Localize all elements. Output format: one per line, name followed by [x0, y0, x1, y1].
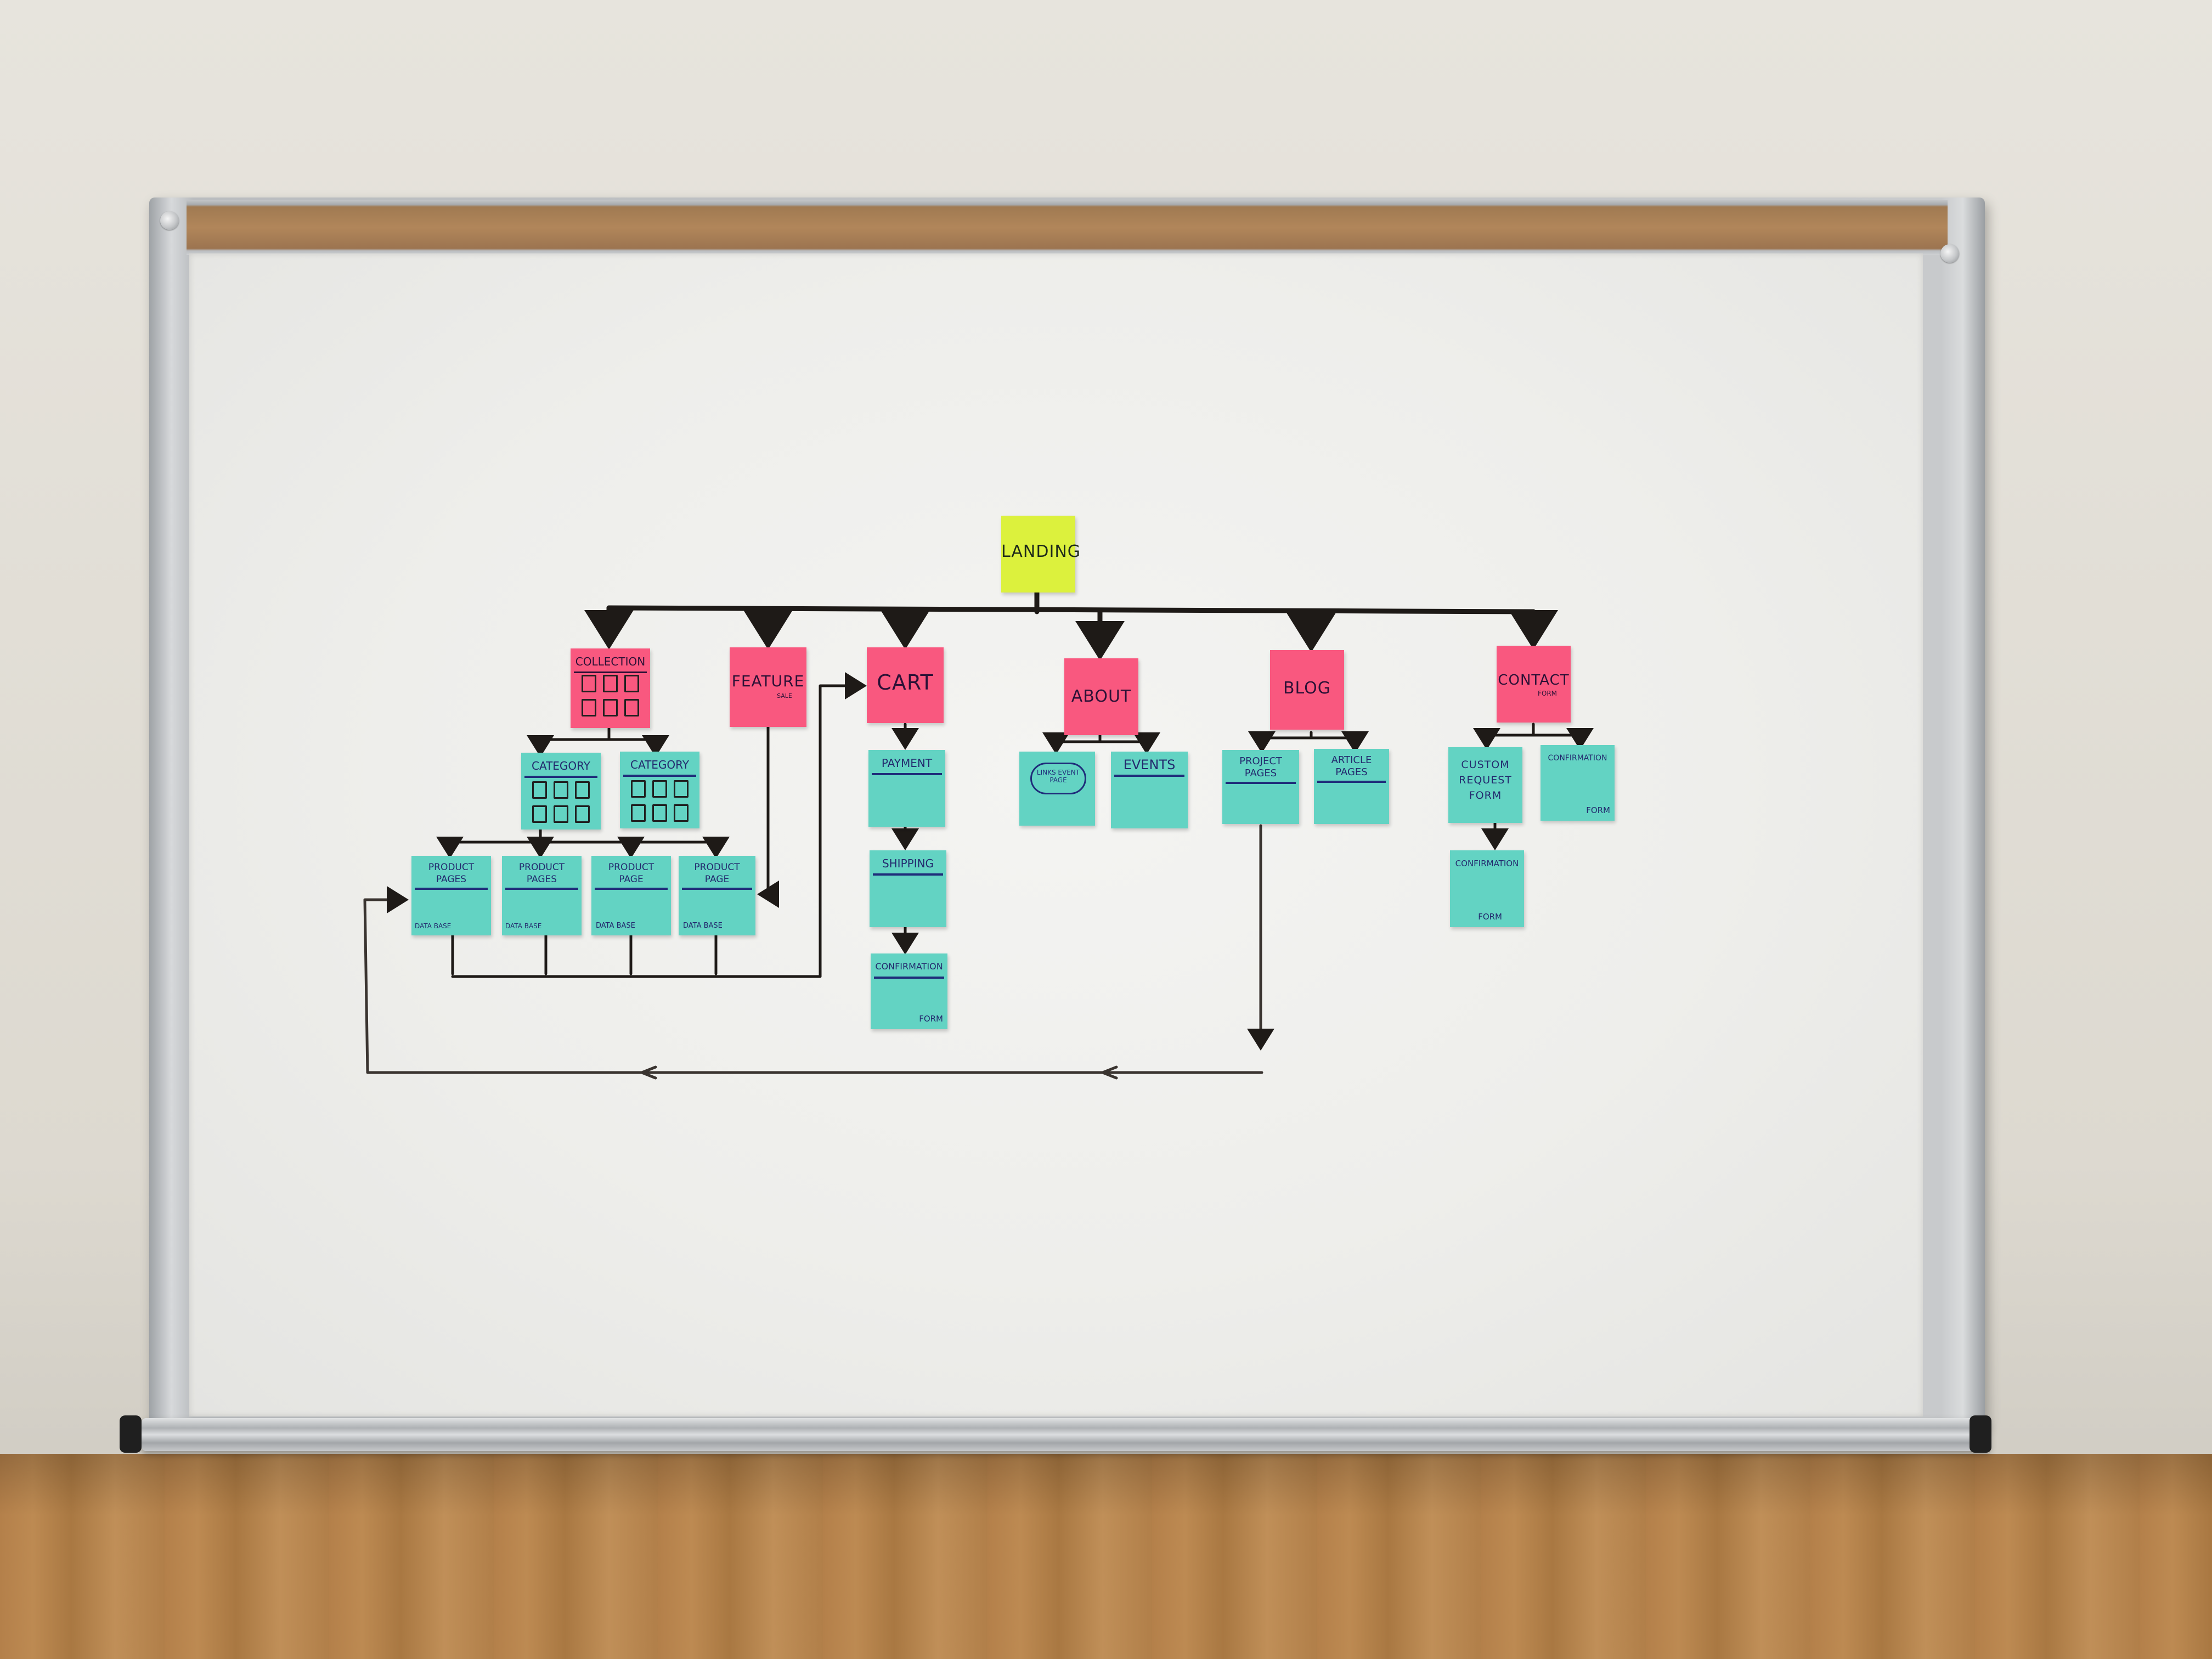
products-bottom-bus [451, 686, 864, 978]
custom-request-form-note: CUSTOM REQUEST FORM [1448, 747, 1522, 823]
contact-note: CONTACT FORM [1497, 646, 1571, 723]
category-grid-icon [631, 780, 689, 822]
about-note: ABOUT [1064, 658, 1138, 735]
contact-confirmation-note-2: CONFIRMATION FORM [1450, 850, 1524, 927]
category-branch [448, 827, 718, 844]
shipping-note: SHIPPING [870, 850, 946, 927]
cart-label: CART [877, 670, 934, 695]
category-note-1: CATEGORY [521, 753, 601, 830]
cart-confirmation-foot: FORM [919, 1014, 943, 1024]
product-pages-label-2: PRODUCT PAGES [505, 861, 578, 890]
feature-note: FEATURE SALE [730, 647, 806, 727]
links-event-note: LINKS EVENT PAGE [1019, 752, 1095, 826]
contact-sublabel: FORM [1537, 690, 1558, 697]
events-note: EVENTS [1111, 752, 1188, 828]
product-pages-foot-2: DATA BASE [505, 922, 542, 930]
blog-label: BLOG [1283, 679, 1331, 698]
cart-confirmation-label: CONFIRMATION [874, 959, 944, 979]
about-branch [1054, 733, 1148, 743]
tray-end-cap [120, 1415, 142, 1453]
article-pages-note: ARTICLE PAGES [1314, 749, 1389, 824]
marker-tray [142, 1418, 1990, 1451]
links-event-label: LINKS EVENT PAGE [1036, 769, 1080, 784]
category-label-1: CATEGORY [524, 758, 597, 778]
tray-end-cap [1970, 1415, 1991, 1453]
product-page-foot-3: DATA BASE [596, 922, 635, 930]
payment-note: PAYMENT [868, 750, 945, 827]
contact-confirmation-note-1: CONFIRMATION FORM [1541, 745, 1615, 821]
product-pages-foot-1: DATA BASE [415, 922, 452, 930]
blog-note: BLOG [1270, 650, 1344, 730]
contact-label: CONTACT [1498, 672, 1570, 689]
custom-request-form-label: CUSTOM REQUEST FORM [1459, 759, 1512, 802]
cart-confirmation-note: CONFIRMATION FORM [871, 953, 947, 1029]
collection-note: COLLECTION [571, 648, 650, 728]
about-label: ABOUT [1071, 687, 1132, 706]
category-grid-icon [532, 781, 590, 823]
product-page-label-3: PRODUCT PAGE [595, 861, 668, 890]
collection-label: COLLECTION [574, 654, 647, 673]
collection-branch [539, 727, 657, 741]
shipping-label: SHIPPING [873, 856, 943, 876]
landing-label: LANDING [1001, 542, 1081, 561]
payment-label: PAYMENT [872, 755, 942, 775]
contact-confirmation-foot-1: FORM [1586, 805, 1610, 815]
feature-label: FEATURE [731, 672, 805, 690]
blog-branch [1260, 731, 1357, 740]
feature-to-product [757, 725, 779, 908]
product-page-foot-4: DATA BASE [683, 922, 723, 930]
product-page-note-4: PRODUCT PAGE DATA BASE [679, 856, 755, 935]
frame-screw [1940, 244, 1959, 263]
whiteboard-surface [189, 253, 1923, 1417]
product-pages-label-1: PRODUCT PAGES [415, 861, 488, 890]
wooden-floor [0, 1454, 2212, 1659]
collection-grid-icon [582, 675, 639, 716]
cloud-icon: LINKS EVENT PAGE [1030, 763, 1086, 794]
product-pages-note-2: PRODUCT PAGES DATA BASE [502, 856, 582, 935]
contact-confirmation-label-2: CONFIRMATION [1455, 859, 1519, 868]
contact-confirmation-label-1: CONFIRMATION [1548, 754, 1607, 763]
category-note-2: CATEGORY [620, 752, 699, 828]
contact-confirmation-foot-2: FORM [1478, 912, 1502, 922]
landing-note: LANDING [1001, 516, 1081, 592]
events-label: EVENTS [1114, 757, 1184, 777]
product-pages-note-1: PRODUCT PAGES DATA BASE [411, 856, 491, 935]
cork-strip [187, 200, 1948, 255]
category-label-2: CATEGORY [623, 757, 696, 777]
contact-branch [1485, 723, 1582, 737]
product-page-note-3: PRODUCT PAGE DATA BASE [591, 856, 671, 935]
frame-screw [160, 211, 179, 230]
project-pages-label: PROJECT PAGES [1226, 755, 1296, 784]
feature-sublabel: SALE [777, 692, 792, 699]
product-page-label-4: PRODUCT PAGE [682, 861, 752, 890]
project-pages-note: PROJECT PAGES [1222, 750, 1299, 824]
cart-note: CART [867, 647, 944, 723]
top-bus [606, 605, 1536, 614]
article-pages-label: ARTICLE PAGES [1317, 754, 1386, 783]
